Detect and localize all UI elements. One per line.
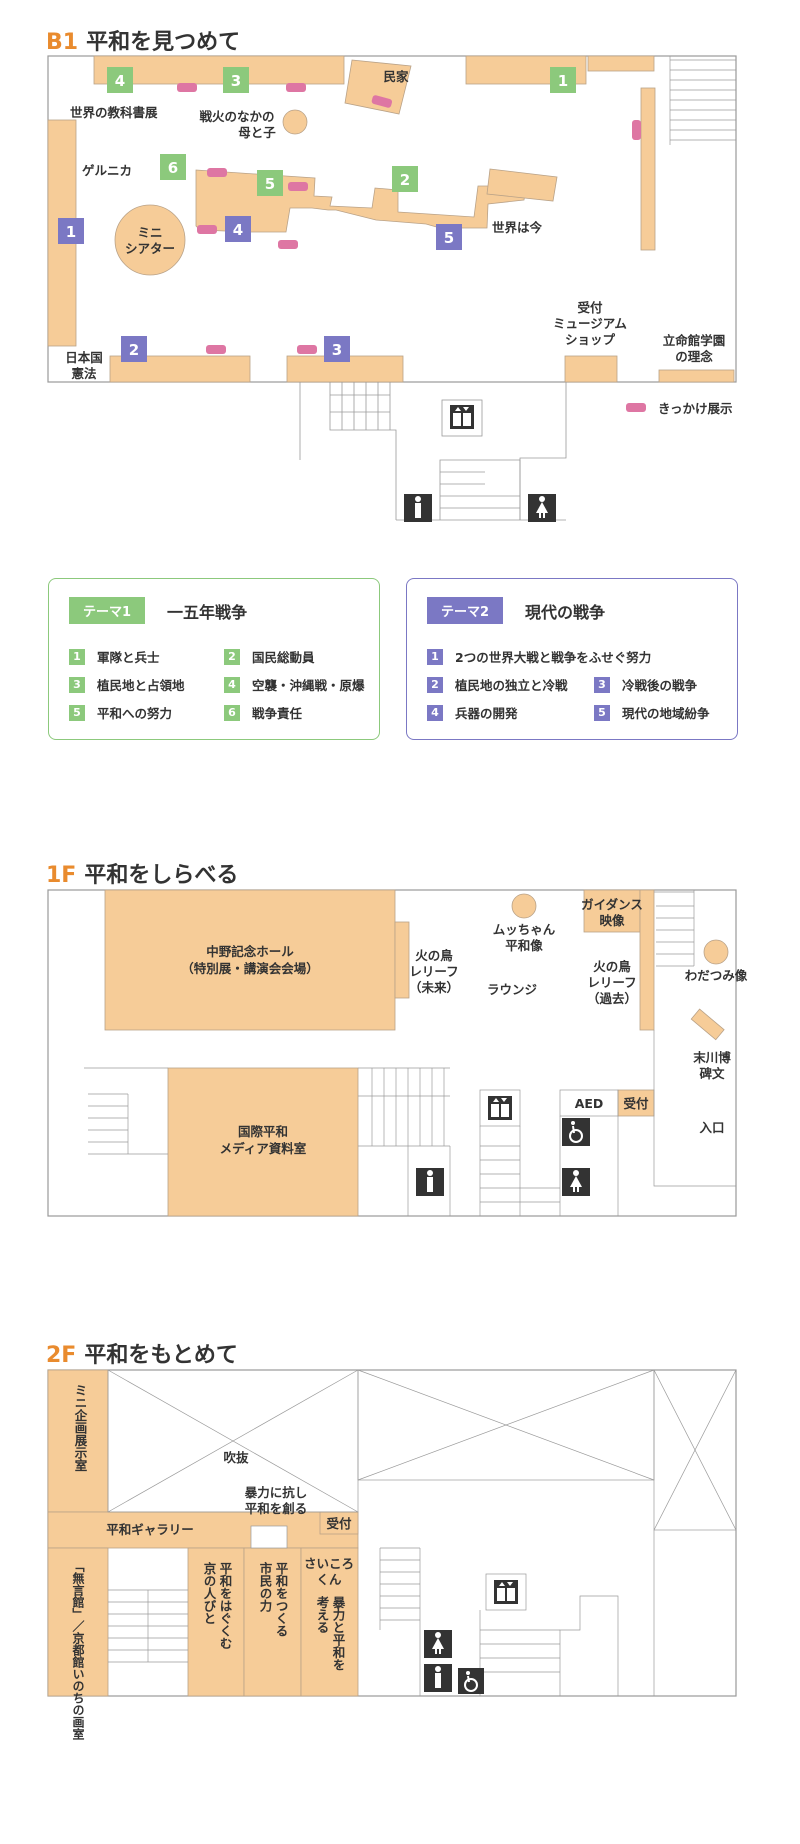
badge-p2: 2 — [129, 341, 139, 359]
label-rits-2: の理念 — [675, 349, 713, 364]
restroom-male-icon — [416, 1168, 444, 1196]
label-kenpo-1: 日本国 — [65, 350, 103, 365]
theme-1-tag: テーマ1 — [69, 597, 146, 624]
label-iriguchi: 入口 — [699, 1120, 724, 1135]
label-rits-1: 立命館学園 — [663, 333, 726, 348]
b1-floor-map: 4 3 1 6 5 2 1 4 5 2 3 — [47, 55, 737, 522]
badge-g2: 2 — [400, 171, 410, 189]
elevator-icon — [494, 1580, 518, 1604]
label-senka-2: 母と子 — [238, 125, 276, 140]
label-hino-mirai-1: 火の鳥 — [415, 948, 453, 963]
label-kangaeru-2: 考える — [315, 1595, 330, 1634]
label-hino-mirai-2: レリーフ — [409, 964, 458, 979]
badge-g3: 3 — [231, 72, 241, 90]
label-kangaeru-1: 暴力と平和を — [331, 1596, 346, 1671]
label-kenpo-2: 憲法 — [70, 366, 97, 381]
restroom-female-icon — [562, 1168, 590, 1196]
label-uketsuke-2f: 受付 — [326, 1516, 352, 1531]
badge-p1: 1 — [66, 223, 76, 241]
label-suekawa-2: 碑文 — [699, 1066, 725, 1081]
label-kyoto: 「無言館」／京都館いのちの画室 — [71, 1560, 85, 1741]
label-uketsuke-1: 受付 — [577, 300, 603, 315]
label-wadatsumi: わだつみ像 — [685, 968, 748, 983]
label-gallery: 平和ギャラリー — [106, 1522, 194, 1537]
label-suekawa-1: 末川博 — [692, 1050, 731, 1065]
label-uketsuke-2: ミュージアム — [553, 316, 627, 331]
label-aed: AED — [575, 1096, 604, 1111]
theme-1-title: 一五年戦争 — [167, 602, 248, 622]
theme-2-tag: テーマ2 — [427, 597, 504, 624]
label-guidance-1: ガイダンス — [581, 897, 643, 912]
restroom-male-icon — [424, 1664, 452, 1692]
label-hino-kako-2: レリーフ — [587, 975, 636, 990]
label-fukinuke: 吹抜 — [223, 1450, 249, 1465]
label-hino-kako-1: 火の鳥 — [593, 959, 631, 974]
label-uketsuke-1f: 受付 — [623, 1096, 649, 1111]
label-hino-kako-3: （過去） — [587, 991, 637, 1006]
label-hagukumu-1: 平和をはぐくむ — [218, 1562, 233, 1650]
badge-g5: 5 — [265, 175, 275, 193]
badge-p5: 5 — [444, 229, 454, 247]
label-media-2: メディア資料室 — [220, 1141, 307, 1156]
label-mucchan-1: ムッちゃん — [493, 922, 556, 937]
badge-p3: 3 — [332, 341, 342, 359]
elevator-icon — [488, 1096, 512, 1120]
label-boryoku-1: 暴力に抗し — [244, 1485, 308, 1500]
label-hagukumu-2: 京の人びと — [202, 1561, 217, 1625]
restroom-female-icon — [424, 1630, 452, 1658]
wheelchair-icon — [562, 1118, 590, 1146]
label-guidance-2: 映像 — [599, 913, 625, 928]
elevator-icon — [450, 405, 474, 429]
legend-kikkake: きっかけ展示 — [658, 401, 733, 416]
label-lounge: ラウンジ — [487, 982, 538, 997]
label-boryoku-2: 平和を創る — [245, 1501, 308, 1516]
label-senka-1: 戦火のなかの — [199, 109, 274, 124]
label-uketsuke-3: ショップ — [565, 332, 616, 347]
label-tsukuru-2: 市民の力 — [258, 1561, 273, 1613]
badge-g6: 6 — [168, 159, 178, 177]
label-mini-2: シアター — [125, 241, 175, 256]
restroom-male-icon — [404, 494, 432, 522]
label-hall-1: 中野記念ホール — [206, 944, 294, 959]
theme-2-title: 現代の戦争 — [525, 602, 606, 622]
label-mini-1: ミニ — [137, 225, 162, 240]
label-mucchan-2: 平和像 — [505, 938, 543, 953]
badge-p4: 4 — [233, 221, 243, 239]
label-hall-2: （特別展・講演会会場） — [181, 961, 319, 976]
label-media-1: 国際平和 — [238, 1124, 288, 1139]
label-kyokasho: 世界の教科書展 — [70, 105, 158, 120]
label-saikoro-2: くん — [316, 1572, 342, 1587]
label-tsukuru-1: 平和をつくる — [274, 1562, 289, 1637]
label-hino-mirai-3: （未来） — [409, 980, 459, 995]
label-guernica: ゲルニカ — [82, 163, 132, 178]
wheelchair-icon — [458, 1668, 484, 1694]
label-minka: 民家 — [383, 69, 409, 84]
restroom-female-icon — [528, 494, 556, 522]
badge-g4: 4 — [115, 72, 125, 90]
label-saikoro-1: さいころ — [304, 1556, 354, 1571]
label-sekai: 世界は今 — [492, 220, 543, 235]
badge-g1: 1 — [558, 72, 568, 90]
label-mini-kikaku: ミニ企画展示室 — [73, 1384, 88, 1472]
